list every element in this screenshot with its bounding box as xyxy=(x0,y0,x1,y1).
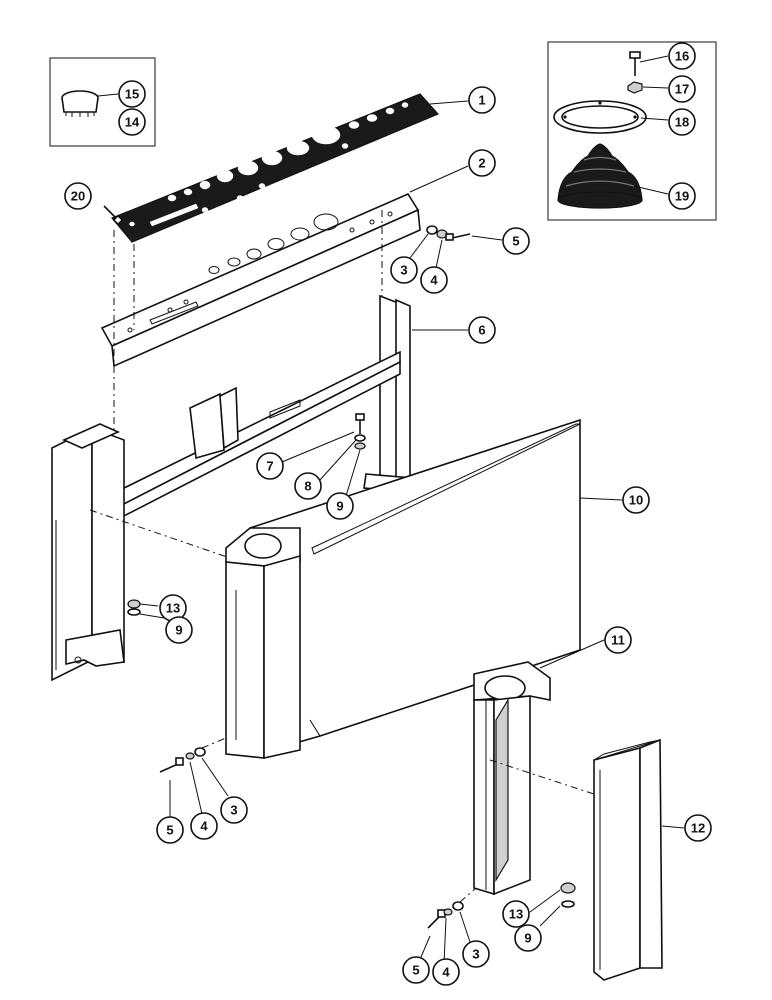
gasket-part-1 xyxy=(111,93,440,243)
boot-19-drawing xyxy=(557,143,643,209)
callout-1: 1 xyxy=(468,86,496,114)
callout-18: 18 xyxy=(668,108,696,136)
callout-4-lower-right: 4 xyxy=(432,958,460,986)
svg-text:9: 9 xyxy=(524,931,531,946)
svg-text:8: 8 xyxy=(304,479,311,494)
nut-washer-right xyxy=(560,882,576,908)
nut-washer-left xyxy=(127,599,141,616)
svg-text:10: 10 xyxy=(629,493,643,508)
svg-text:13: 13 xyxy=(166,601,180,616)
callout-12: 12 xyxy=(684,814,712,842)
svg-text:12: 12 xyxy=(691,821,705,836)
callout-9-mid: 9 xyxy=(326,492,354,520)
svg-text:4: 4 xyxy=(442,965,450,980)
svg-text:1: 1 xyxy=(478,93,485,108)
column-part-11 xyxy=(473,661,551,896)
callout-2: 2 xyxy=(468,149,496,177)
callout-8: 8 xyxy=(294,472,322,500)
callout-13-right: 13 xyxy=(502,900,530,928)
svg-text:16: 16 xyxy=(675,49,689,64)
fastener-set-top xyxy=(426,225,471,241)
callout-9-right: 9 xyxy=(514,924,542,952)
callout-6: 6 xyxy=(468,316,496,344)
callout-10: 10 xyxy=(622,486,650,514)
svg-text:3: 3 xyxy=(472,947,479,962)
svg-text:20: 20 xyxy=(71,189,85,204)
callout-5-lower-left: 5 xyxy=(156,816,184,844)
callout-15: 15 xyxy=(118,80,146,108)
svg-text:3: 3 xyxy=(230,803,237,818)
left-pillar xyxy=(51,423,125,682)
svg-text:5: 5 xyxy=(412,963,419,978)
callout-7: 7 xyxy=(256,452,284,480)
bracket-holes xyxy=(127,211,393,333)
svg-text:7: 7 xyxy=(266,459,273,474)
svg-text:15: 15 xyxy=(125,87,139,102)
svg-text:4: 4 xyxy=(200,819,208,834)
svg-text:14: 14 xyxy=(125,115,140,130)
callout-16: 16 xyxy=(668,42,696,70)
cover-part-12 xyxy=(593,738,663,981)
screw-part-20 xyxy=(103,205,124,226)
svg-text:3: 3 xyxy=(400,263,407,278)
svg-text:13: 13 xyxy=(509,907,523,922)
svg-text:9: 9 xyxy=(175,623,182,638)
svg-text:18: 18 xyxy=(675,115,689,130)
fastener-set-lower-left xyxy=(159,747,206,773)
inset-boot-box xyxy=(547,41,717,221)
callout-3-lower-right: 3 xyxy=(462,940,490,968)
callouts: 1 2 3 4 5 6 7 8 9 10 13 9 11 12 5 4 3 5 … xyxy=(64,42,712,986)
callout-17: 17 xyxy=(668,75,696,103)
fastener-set-lower-right xyxy=(427,901,464,929)
callout-5-lower-right: 5 xyxy=(402,956,430,984)
svg-text:19: 19 xyxy=(675,189,689,204)
svg-text:5: 5 xyxy=(512,234,519,249)
svg-text:6: 6 xyxy=(478,323,485,338)
callout-14: 14 xyxy=(118,108,146,136)
ring-18-drawing xyxy=(553,100,647,134)
svg-text:11: 11 xyxy=(611,633,625,648)
cap-part-drawing xyxy=(61,90,99,117)
svg-text:5: 5 xyxy=(166,823,173,838)
callout-9-left: 9 xyxy=(165,616,193,644)
nut-17-drawing xyxy=(627,81,643,94)
callout-4-lower-left: 4 xyxy=(190,812,218,840)
callout-13-left: 13 xyxy=(159,594,187,622)
callout-5-top: 5 xyxy=(502,227,530,255)
inset-cap-box xyxy=(49,57,156,147)
callout-11: 11 xyxy=(604,626,632,654)
svg-text:17: 17 xyxy=(675,82,689,97)
svg-text:9: 9 xyxy=(336,499,343,514)
frame-part-6 xyxy=(119,294,413,520)
callout-19: 19 xyxy=(668,182,696,210)
bolt-set-mid xyxy=(354,413,366,450)
callout-4-top: 4 xyxy=(420,266,448,294)
callout-3-top: 3 xyxy=(390,256,418,284)
panel-bracket-part-2 xyxy=(100,192,421,368)
callout-20: 20 xyxy=(64,182,92,210)
gasket-holes xyxy=(129,102,409,227)
svg-text:2: 2 xyxy=(478,156,485,171)
callout-3-lower-left: 3 xyxy=(220,796,248,824)
bolt-16-drawing xyxy=(629,51,641,76)
svg-text:4: 4 xyxy=(430,273,438,288)
